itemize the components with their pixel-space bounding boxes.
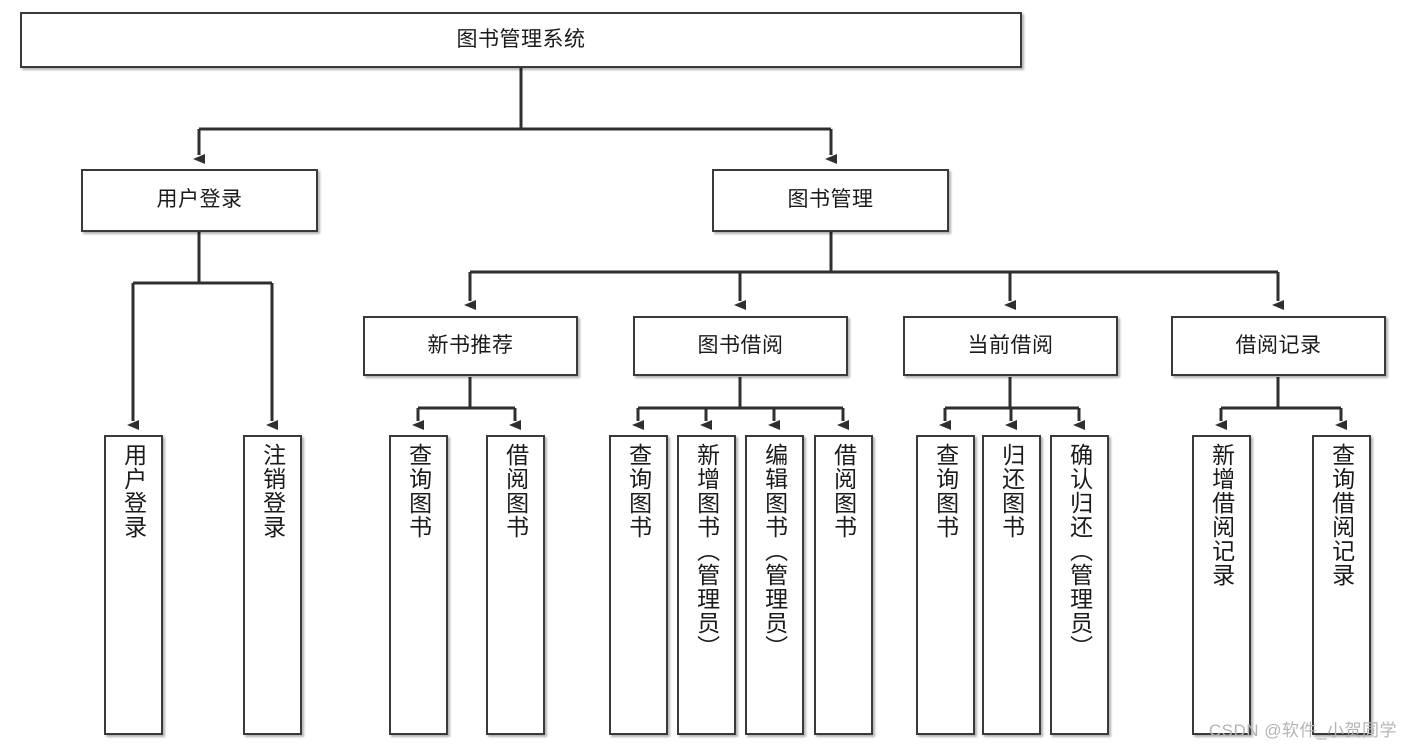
node-label: 编辑图书（管理员） (761, 443, 788, 659)
node-leaf-query-book-3[interactable]: 查询图书 (916, 435, 975, 735)
node-label: 查询图书 (932, 443, 959, 539)
node-leaf-user-login[interactable]: 用户登录 (104, 435, 163, 735)
node-leaf-logout-login[interactable]: 注销登录 (243, 435, 302, 735)
node-user-login[interactable]: 用户登录 (81, 169, 318, 232)
node-label: 确认归还（管理员） (1066, 443, 1093, 659)
node-book-management[interactable]: 图书管理 (712, 169, 949, 232)
node-label: 当前借阅 (967, 333, 1054, 357)
node-label: 查询图书 (405, 443, 432, 539)
node-label: 归还图书 (998, 443, 1025, 539)
node-label: 用户登录 (120, 443, 147, 539)
node-label: 查询借阅记录 (1328, 443, 1355, 587)
node-label: 图书管理系统 (456, 27, 586, 51)
node-borrow-record[interactable]: 借阅记录 (1171, 316, 1386, 376)
node-book-management-system[interactable]: 图书管理系统 (20, 12, 1022, 68)
node-label: 借阅记录 (1235, 333, 1322, 357)
node-leaf-return-book[interactable]: 归还图书 (982, 435, 1041, 735)
node-label: 图书管理 (787, 188, 874, 212)
node-leaf-edit-book-admin[interactable]: 编辑图书（管理员） (745, 435, 804, 735)
node-label: 新增借阅记录 (1208, 443, 1235, 587)
node-leaf-add-book-admin[interactable]: 新增图书（管理员） (677, 435, 736, 735)
node-label: 新增图书（管理员） (693, 443, 720, 659)
node-leaf-query-borrow-record[interactable]: 查询借阅记录 (1312, 435, 1371, 735)
node-new-book-recommend[interactable]: 新书推荐 (363, 316, 578, 376)
node-label: 注销登录 (259, 443, 286, 539)
node-current-borrow[interactable]: 当前借阅 (903, 316, 1118, 376)
node-leaf-query-book-2[interactable]: 查询图书 (609, 435, 668, 735)
node-leaf-borrow-book-1[interactable]: 借阅图书 (486, 435, 545, 735)
node-label: 图书借阅 (697, 333, 784, 357)
node-leaf-confirm-return-admin[interactable]: 确认归还（管理员） (1050, 435, 1109, 735)
node-label: 借阅图书 (830, 443, 857, 539)
node-leaf-borrow-book-2[interactable]: 借阅图书 (814, 435, 873, 735)
node-label: 新书推荐 (427, 333, 514, 357)
node-label: 查询图书 (625, 443, 652, 539)
node-label: 借阅图书 (502, 443, 529, 539)
node-leaf-add-borrow-record[interactable]: 新增借阅记录 (1192, 435, 1251, 735)
node-label: 用户登录 (156, 188, 243, 212)
node-leaf-query-book-1[interactable]: 查询图书 (389, 435, 448, 735)
node-book-borrow[interactable]: 图书借阅 (633, 316, 848, 376)
